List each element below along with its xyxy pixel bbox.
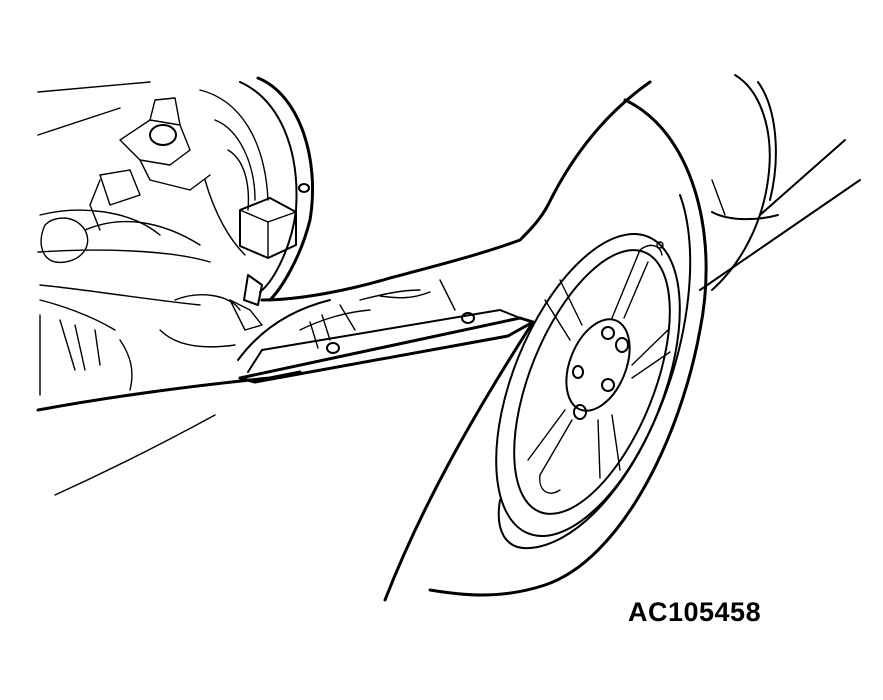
front-bumper-lower [36,299,331,496]
figure-id-label: AC105458 [628,597,762,627]
engine-bay-components [37,81,241,396]
front-fender [260,74,861,602]
mounting-bracket [229,197,297,331]
tire-and-wheel [428,98,708,597]
splash-shield-panel [238,279,535,384]
wheel-arch-liner [199,76,314,302]
